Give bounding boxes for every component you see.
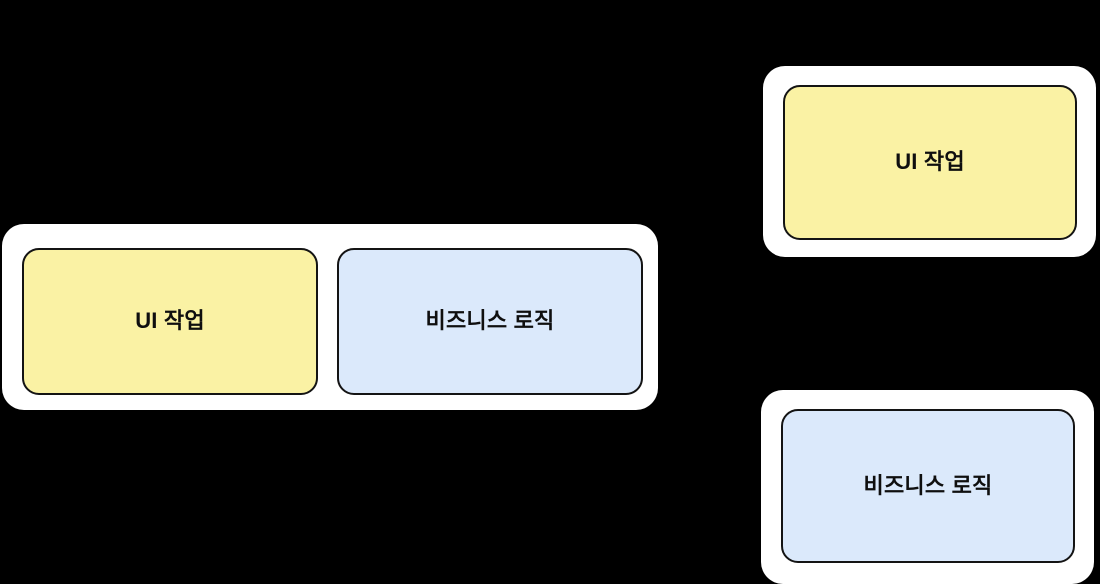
node-label-business-logic-left: 비즈니스 로직 [425,308,555,334]
node-ui-task-left[interactable]: UI 작업 [22,248,318,395]
node-ui-task-right[interactable]: UI 작업 [783,85,1077,240]
node-label-ui-task-left: UI 작업 [135,308,205,334]
node-business-logic-left[interactable]: 비즈니스 로직 [337,248,643,395]
node-label-ui-task-right: UI 작업 [895,149,965,175]
group-container-left-combined[interactable]: UI 작업 비즈니스 로직 [2,224,658,410]
node-label-business-logic-right: 비즈니스 로직 [863,472,993,498]
group-container-top-right[interactable]: UI 작업 [763,66,1096,257]
group-container-bottom-right[interactable]: 비즈니스 로직 [761,390,1094,584]
node-business-logic-right[interactable]: 비즈니스 로직 [781,409,1075,563]
